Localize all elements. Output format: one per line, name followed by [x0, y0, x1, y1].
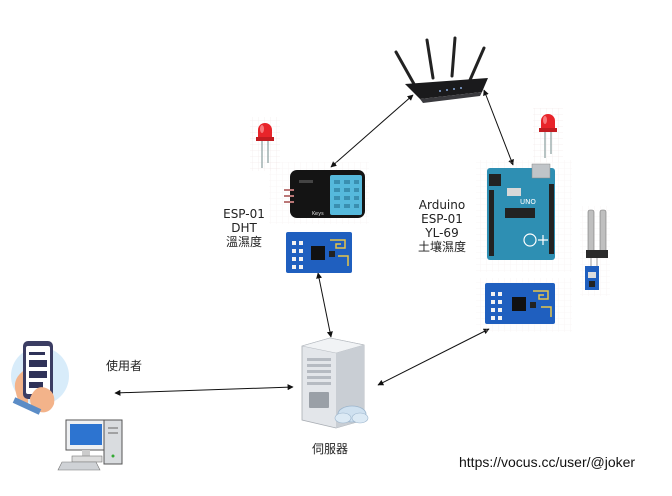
led-left-icon: [250, 117, 280, 171]
svg-text:UNO: UNO: [520, 198, 536, 206]
right-module-line-2: ESP-01: [421, 212, 463, 226]
left-module-label: ESP-01 DHT 溫濕度: [214, 207, 274, 249]
left-module-line-2: DHT: [231, 221, 257, 235]
right-module-line-3: YL-69: [425, 226, 459, 240]
arrow-user-server: [114, 384, 294, 396]
dht-keys-label: Keys: [312, 211, 324, 217]
dht-sensor-icon: Keys: [269, 162, 369, 224]
arrow-esp-server: [316, 272, 333, 338]
connections: [114, 89, 514, 396]
right-module-line-4: 土壤濕度: [417, 240, 466, 254]
desktop-computer-icon: [57, 419, 123, 471]
server-label: 伺服器: [311, 442, 348, 456]
left-module-line-1: ESP-01: [223, 207, 265, 221]
right-module-label: Arduino ESP-01 YL-69 土壤濕度: [410, 198, 474, 254]
router-icon: [394, 36, 488, 103]
esp01-left-icon: [286, 232, 352, 273]
server-icon: [301, 337, 369, 429]
user-label: 使用者: [105, 359, 142, 373]
right-module-line-1: Arduino: [418, 198, 466, 212]
smartphone-icon: [11, 341, 69, 415]
arduino-board-icon: UNO: [476, 160, 572, 272]
arrow-router-arduino: [483, 89, 514, 166]
soil-sensor-icon: [580, 206, 610, 296]
arrow-router-dht: [330, 94, 414, 168]
esp01-right-icon: [476, 278, 572, 332]
watermark-url: https://vocus.cc/user/@joker: [459, 454, 636, 470]
led-right-icon: [533, 108, 563, 162]
arrow-server-esp-right: [377, 328, 490, 386]
left-module-line-3: 溫濕度: [225, 235, 262, 249]
